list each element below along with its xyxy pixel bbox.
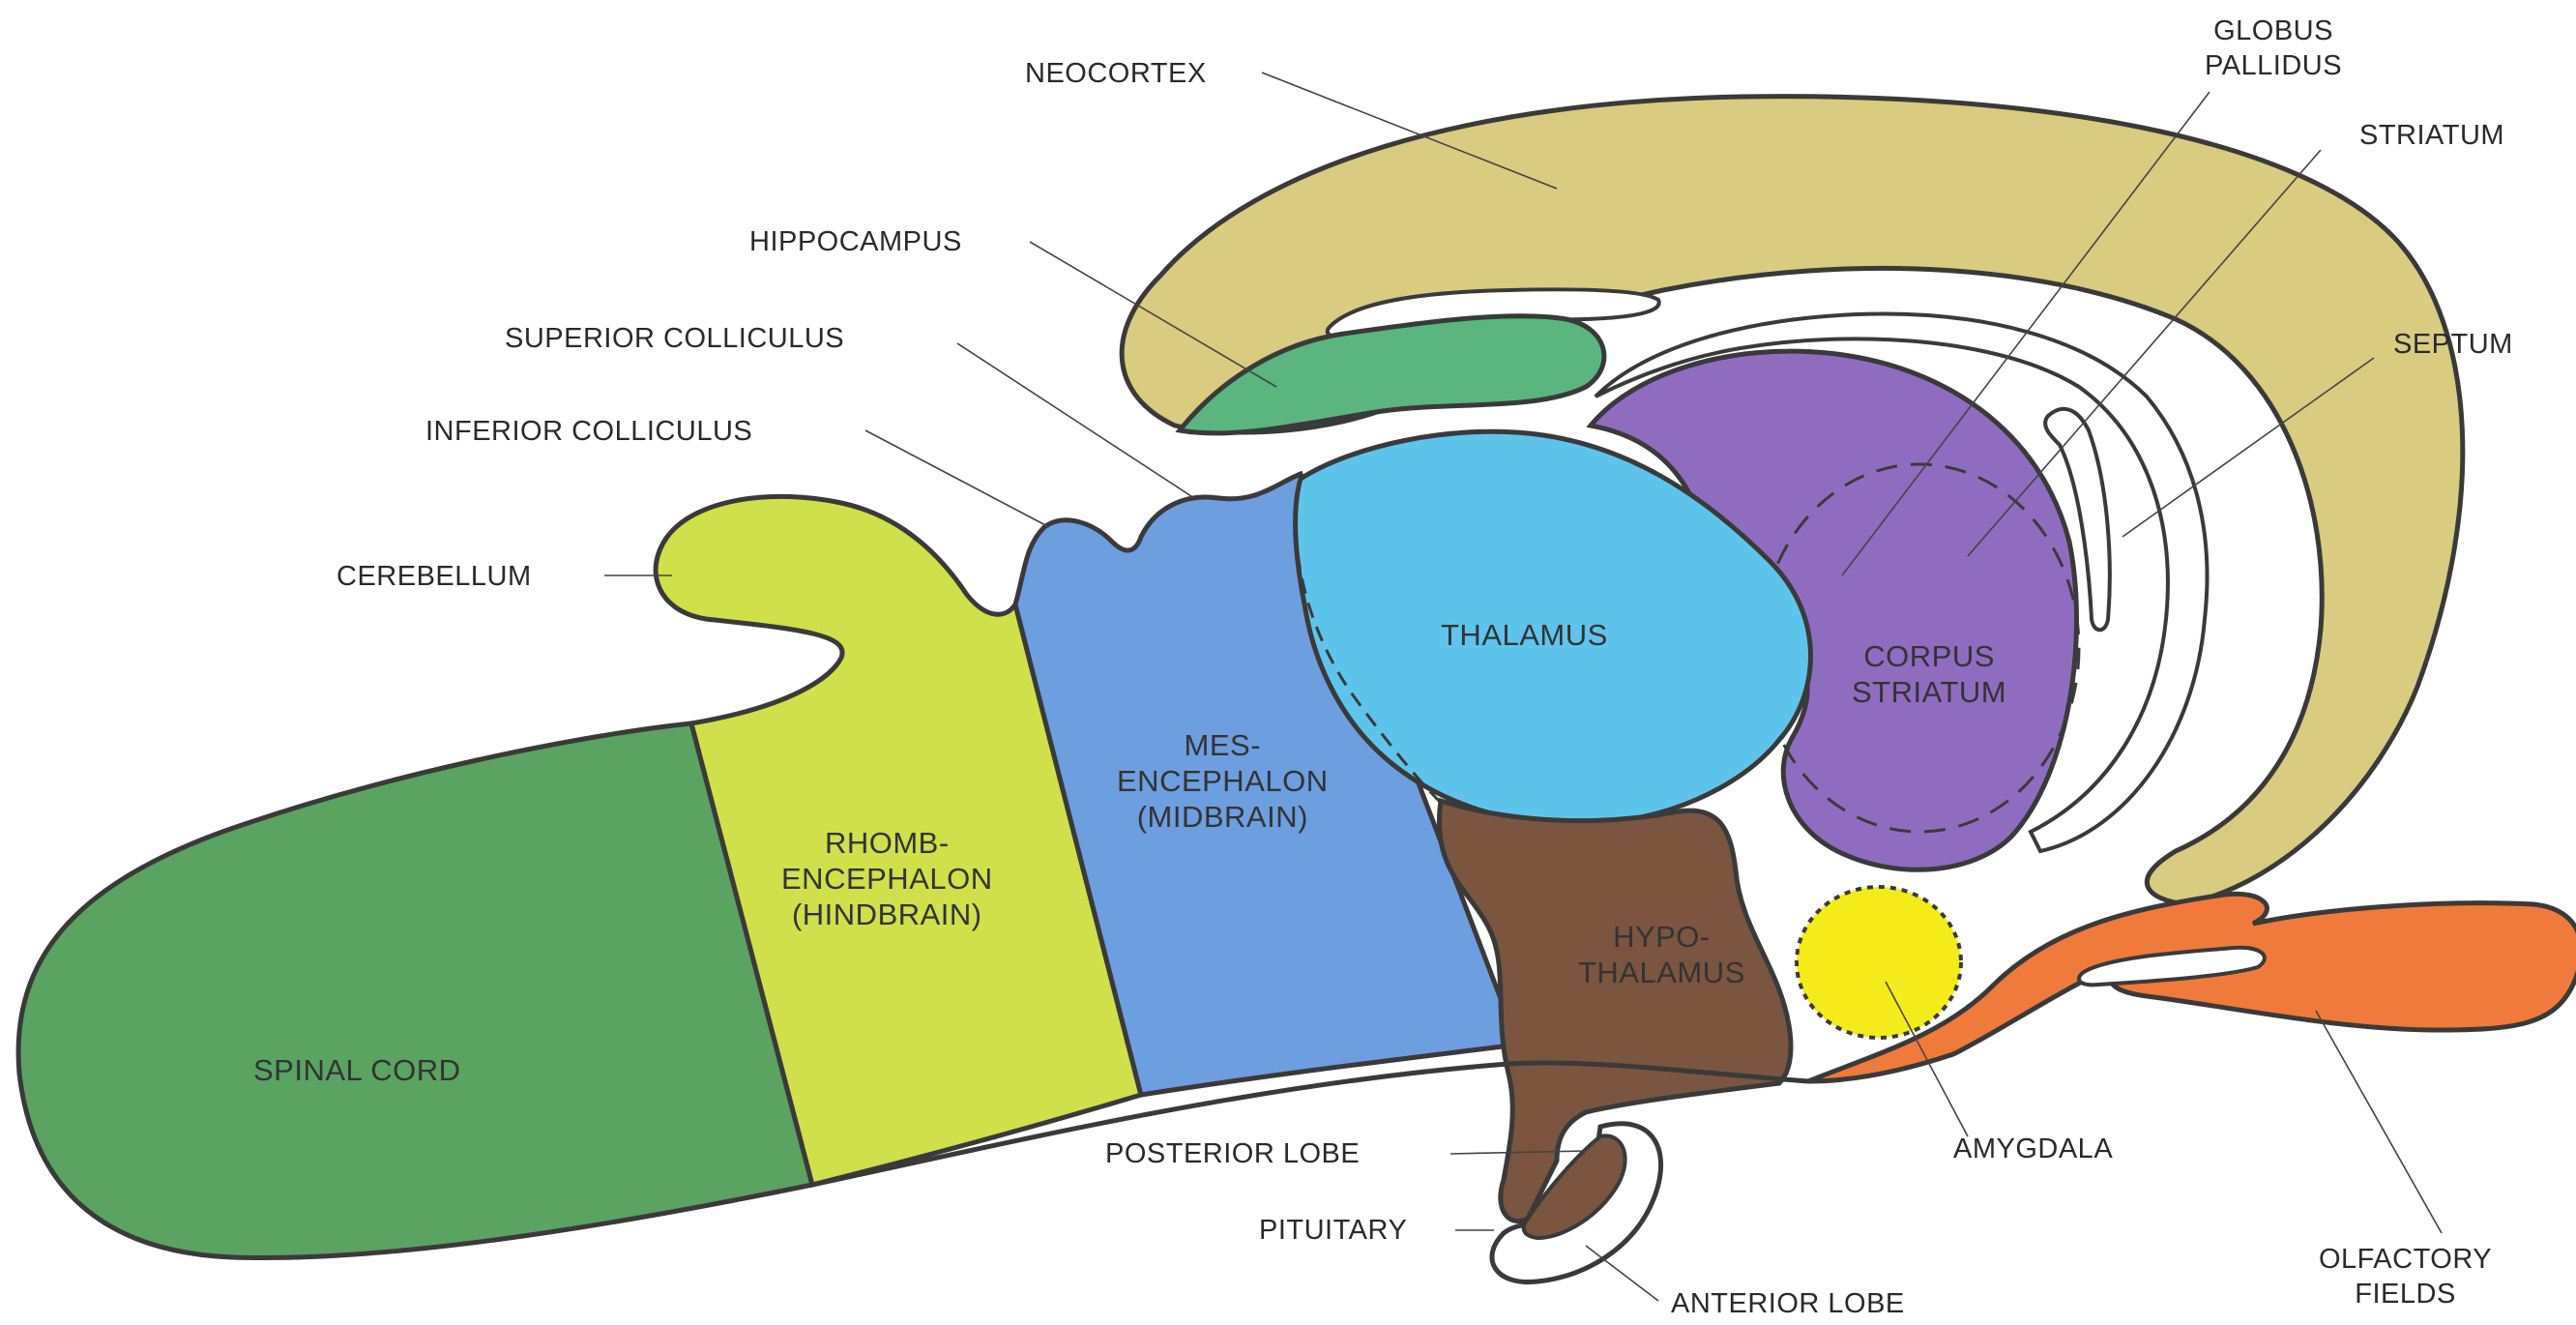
label-olfactory-fields-line1: OLFACTORY <box>2319 1242 2492 1277</box>
label-posterior-lobe: POSTERIOR LOBE <box>1105 1136 1360 1171</box>
amygdala-region <box>1797 887 1961 1038</box>
label-septum: SEPTUM <box>2393 327 2513 362</box>
label-mesencephalon: MES- ENCEPHALON (MIDBRAIN) <box>1117 727 1329 835</box>
leader-inferior-colliculus <box>865 430 1049 527</box>
label-mesencephalon-line3: (MIDBRAIN) <box>1117 799 1329 835</box>
label-globus-pallidus-line2: PALLIDUS <box>2205 48 2342 83</box>
label-mesencephalon-line1: MES- <box>1117 727 1329 763</box>
label-thalamus: THALAMUS <box>1441 617 1608 653</box>
label-anterior-lobe: ANTERIOR LOBE <box>1671 1286 1905 1321</box>
label-rhombencephalon: RHOMB- ENCEPHALON (HINDBRAIN) <box>781 825 993 932</box>
label-olfactory-fields: OLFACTORY FIELDS <box>2319 1242 2492 1311</box>
label-rhombencephalon-line3: (HINDBRAIN) <box>781 897 993 932</box>
label-amygdala: AMYGDALA <box>1953 1132 2113 1166</box>
label-hippocampus: HIPPOCAMPUS <box>749 224 962 259</box>
label-corpus-striatum: CORPUS STRIATUM <box>1852 638 2006 710</box>
label-corpus-striatum-line1: CORPUS <box>1852 638 2006 674</box>
spinal-cord-region <box>18 723 812 1257</box>
leader-anterior-lobe <box>1586 1246 1658 1301</box>
label-superior-colliculus: SUPERIOR COLLICULUS <box>505 321 844 356</box>
label-cerebellum: CEREBELLUM <box>337 559 532 594</box>
label-striatum: STRIATUM <box>2359 118 2504 153</box>
label-spinal-cord: SPINAL CORD <box>253 1052 461 1088</box>
leader-olfactory-fields <box>2316 1011 2442 1233</box>
label-rhombencephalon-line1: RHOMB- <box>781 825 993 861</box>
label-globus-pallidus-line1: GLOBUS <box>2205 14 2342 48</box>
label-hypothalamus: HYPO- THALAMUS <box>1578 919 1745 990</box>
label-pituitary: PITUITARY <box>1259 1213 1407 1248</box>
label-mesencephalon-line2: ENCEPHALON <box>1117 763 1329 799</box>
label-olfactory-fields-line2: FIELDS <box>2319 1277 2492 1311</box>
label-hypothalamus-line2: THALAMUS <box>1578 955 1745 990</box>
label-inferior-colliculus: INFERIOR COLLICULUS <box>425 414 752 449</box>
label-hypothalamus-line1: HYPO- <box>1578 919 1745 955</box>
label-globus-pallidus: GLOBUS PALLIDUS <box>2205 14 2342 83</box>
label-neocortex: NEOCORTEX <box>1025 56 1207 91</box>
label-corpus-striatum-line2: STRIATUM <box>1852 674 2006 710</box>
label-rhombencephalon-line2: ENCEPHALON <box>781 861 993 897</box>
